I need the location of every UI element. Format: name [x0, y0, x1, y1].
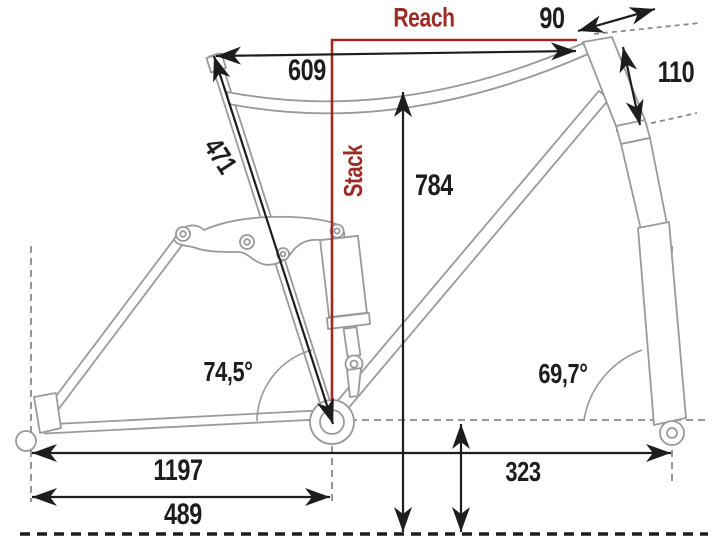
stem-length-value: 90	[539, 2, 565, 35]
stem-dim-arrow	[577, 7, 656, 33]
rear-dropout-plate	[33, 392, 62, 434]
reach-label: Reach	[393, 2, 455, 33]
dimension-arrows	[32, 7, 671, 532]
rear-center-value: 489	[164, 498, 202, 531]
head-tube-length-value: 110	[657, 56, 695, 89]
rocker-pivot-seatstay-bolt	[179, 230, 187, 238]
top-tube-dim-arrow	[215, 42, 577, 65]
top-tube-length-value: 609	[288, 54, 326, 87]
standover-height-value: 784	[415, 169, 453, 202]
stack-label: Stack	[338, 144, 368, 198]
seat-tube-dim-arrow	[212, 55, 335, 425]
fork-crown	[620, 137, 668, 231]
shock-body	[319, 234, 368, 319]
head-tube-top-extension-guide	[593, 22, 701, 35]
rocker-pivot-mid-bolt	[279, 250, 287, 258]
seatstay-tube	[37, 229, 190, 428]
wheelbase-value: 1197	[153, 454, 203, 487]
fork-lower-leg	[637, 221, 687, 426]
front-axle	[666, 427, 678, 439]
shock-clevis	[346, 367, 362, 398]
rear-dropout-hook	[15, 430, 37, 452]
bb-height-value: 323	[505, 456, 541, 487]
head-tube-dim-arrow	[619, 46, 644, 126]
chainstay-tube	[44, 409, 319, 435]
rocker-pivot-left-bolt	[243, 238, 251, 246]
shock-lower-eye-bolt	[349, 359, 359, 369]
head-angle-arc	[583, 349, 643, 421]
rocker-link	[173, 215, 346, 266]
shock-top-mount-bolt	[333, 227, 341, 235]
shock-shaft	[342, 326, 362, 358]
seat-tube-angle-value: 74,5°	[203, 356, 253, 387]
head-tube-angle-value: 69,7°	[538, 358, 588, 389]
